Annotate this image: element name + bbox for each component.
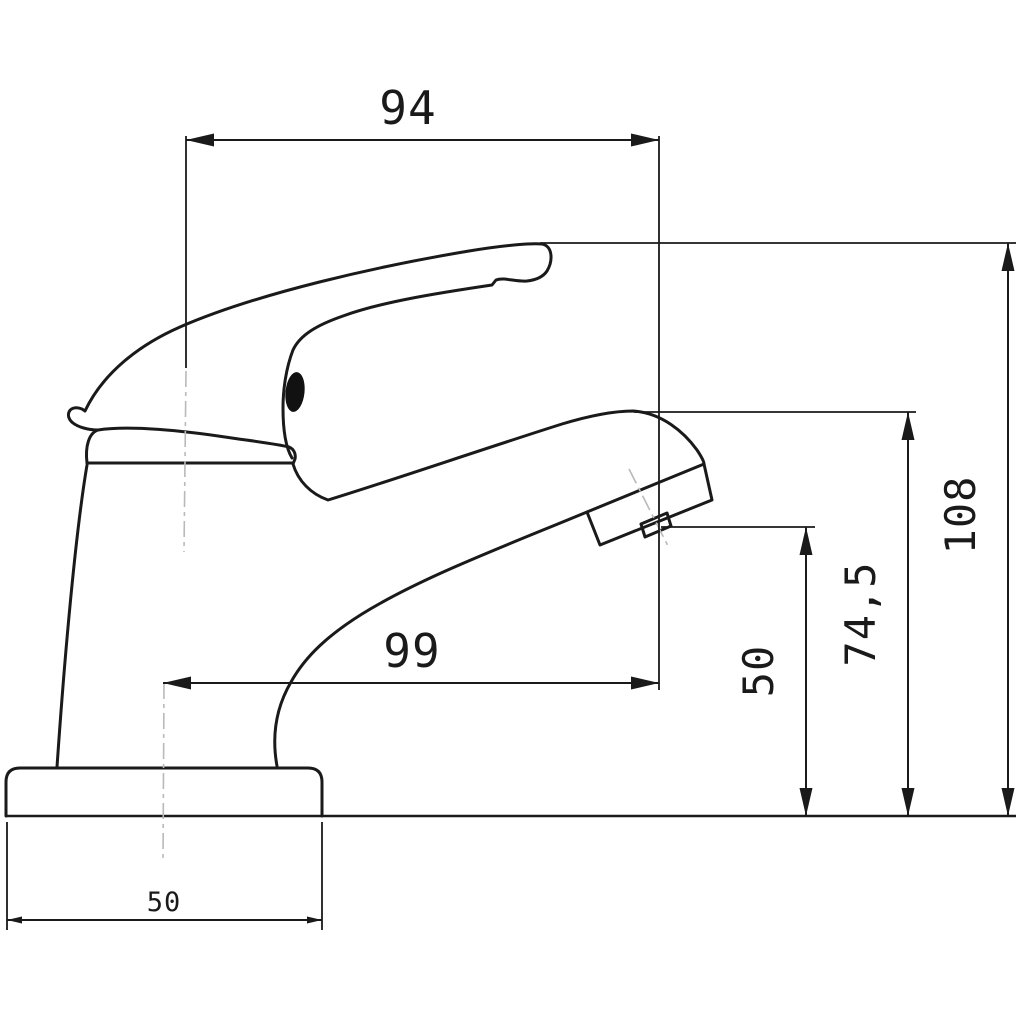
arrowhead-bottom: [1001, 788, 1015, 816]
dimension-99: 99: [163, 624, 659, 690]
arrowhead-left: [7, 916, 22, 924]
faucet-outline: [4, 242, 1016, 818]
arrowhead-top: [901, 412, 915, 440]
arrowhead-bottom: [799, 788, 813, 816]
dimension-label-108: 108: [936, 476, 985, 555]
collar-top-edge: [96, 426, 297, 466]
dimension-74-5: 74,5: [634, 411, 916, 816]
dimension-label-99: 99: [383, 624, 440, 678]
cartridge-centerline: [183, 370, 187, 553]
dimension-label-50-outlet: 50: [734, 645, 783, 698]
arrowhead-bottom: [901, 788, 915, 816]
dimension-label-94: 94: [379, 81, 436, 135]
outlet-nozzle: [639, 511, 673, 539]
arrowhead-right: [631, 676, 659, 690]
dimension-108: 108: [540, 242, 1016, 816]
centerlines: [162, 370, 670, 863]
dimension-label-74-5: 74,5: [836, 561, 885, 666]
arrowhead-left: [186, 133, 214, 147]
spout-top-edge: [291, 409, 706, 502]
body-left-edge: [55, 463, 89, 769]
arrowhead-right: [307, 916, 322, 924]
arrowhead-top: [799, 527, 813, 555]
collar-left-cap: [85, 428, 100, 465]
lever-handle-outline: [66, 242, 553, 460]
base-centerline: [162, 682, 165, 863]
handle-pivot-dot: [285, 372, 305, 412]
dimension-label-50-base: 50: [147, 887, 182, 918]
arrowhead-right: [631, 133, 659, 147]
dimension-50-base: 50: [6, 822, 323, 930]
dimension-50-outlet: 50: [661, 526, 815, 816]
flow-axis-centerline: [628, 468, 670, 549]
spout-underside-sweep: [273, 510, 589, 768]
aerator-face: [585, 462, 714, 547]
dimension-94: 94: [185, 81, 660, 690]
arrowhead-top: [1001, 243, 1015, 271]
arrowhead-left: [163, 676, 191, 690]
